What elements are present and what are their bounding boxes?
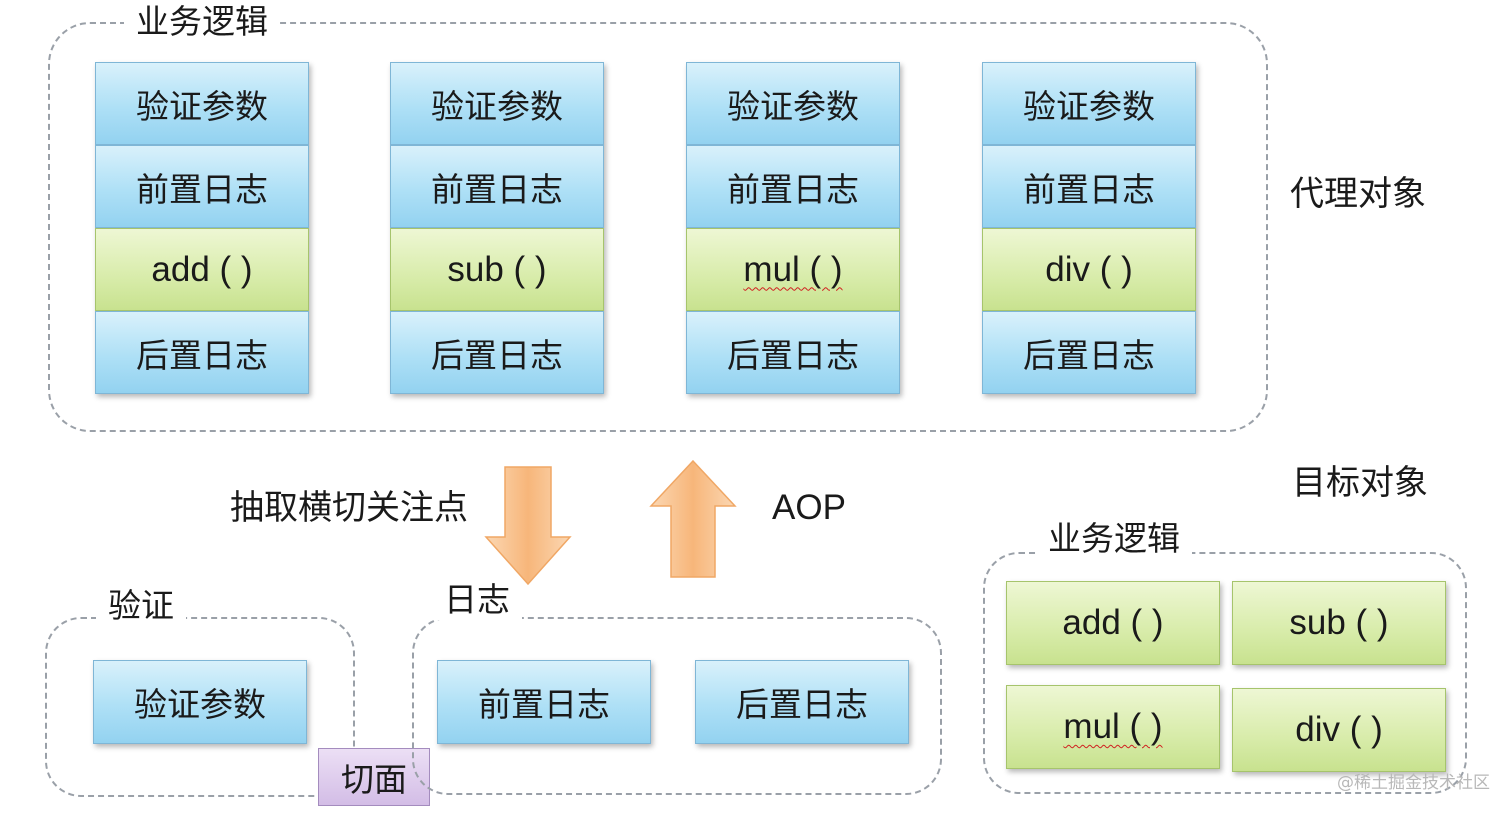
before-log-cell: 前置日志 (95, 145, 309, 228)
validate-params-cell: 验证参数 (95, 62, 309, 145)
watermark: @稀土掘金技术社区 (1337, 773, 1490, 793)
target-business-logic-group (983, 552, 1467, 794)
method-div-cell: div ( ) (982, 228, 1196, 311)
after-log-cell: 后置日志 (390, 311, 604, 394)
logging-group-label: 日志 (432, 580, 522, 620)
after-log-box: 后置日志 (695, 660, 909, 744)
validate-params-box: 验证参数 (93, 660, 307, 744)
validate-params-cell: 验证参数 (982, 62, 1196, 145)
target-group-label: 业务逻辑 (1036, 519, 1192, 559)
target-object-label: 目标对象 (1292, 463, 1428, 503)
proxy-business-logic-group (48, 22, 1268, 432)
proxy-stack-sub: 验证参数 前置日志 sub ( ) 后置日志 (390, 62, 604, 394)
up-arrow-icon (649, 459, 737, 578)
validate-params-cell: 验证参数 (686, 62, 900, 145)
logging-group (412, 617, 942, 795)
target-method-mul: mul ( ) (1006, 685, 1220, 769)
target-method-div: div ( ) (1232, 688, 1446, 772)
before-log-cell: 前置日志 (686, 145, 900, 228)
proxy-object-label: 代理对象 (1290, 174, 1426, 214)
validate-params-cell: 验证参数 (390, 62, 604, 145)
after-log-cell: 后置日志 (95, 311, 309, 394)
down-arrow-icon (484, 466, 572, 586)
before-log-cell: 前置日志 (390, 145, 604, 228)
target-method-mul-text: mul ( ) (1063, 707, 1163, 746)
after-log-cell: 后置日志 (686, 311, 900, 394)
extract-concerns-label: 抽取横切关注点 (230, 488, 468, 528)
proxy-stack-div: 验证参数 前置日志 div ( ) 后置日志 (982, 62, 1196, 394)
aop-label: AOP (772, 488, 846, 527)
before-log-cell: 前置日志 (982, 145, 1196, 228)
proxy-stack-add: 验证参数 前置日志 add ( ) 后置日志 (95, 62, 309, 394)
method-mul-text: mul ( ) (743, 249, 843, 289)
proxy-group-label: 业务逻辑 (124, 2, 280, 42)
aspect-label: 切面 (318, 748, 430, 806)
target-method-sub: sub ( ) (1232, 581, 1446, 665)
method-add-cell: add ( ) (95, 228, 309, 311)
method-sub-cell: sub ( ) (390, 228, 604, 311)
proxy-stack-mul: 验证参数 前置日志 mul ( ) 后置日志 (686, 62, 900, 394)
validation-group (45, 617, 355, 797)
after-log-cell: 后置日志 (982, 311, 1196, 394)
method-mul-cell: mul ( ) (686, 228, 900, 311)
validation-group-label: 验证 (96, 586, 186, 626)
before-log-box: 前置日志 (437, 660, 651, 744)
target-method-add: add ( ) (1006, 581, 1220, 665)
